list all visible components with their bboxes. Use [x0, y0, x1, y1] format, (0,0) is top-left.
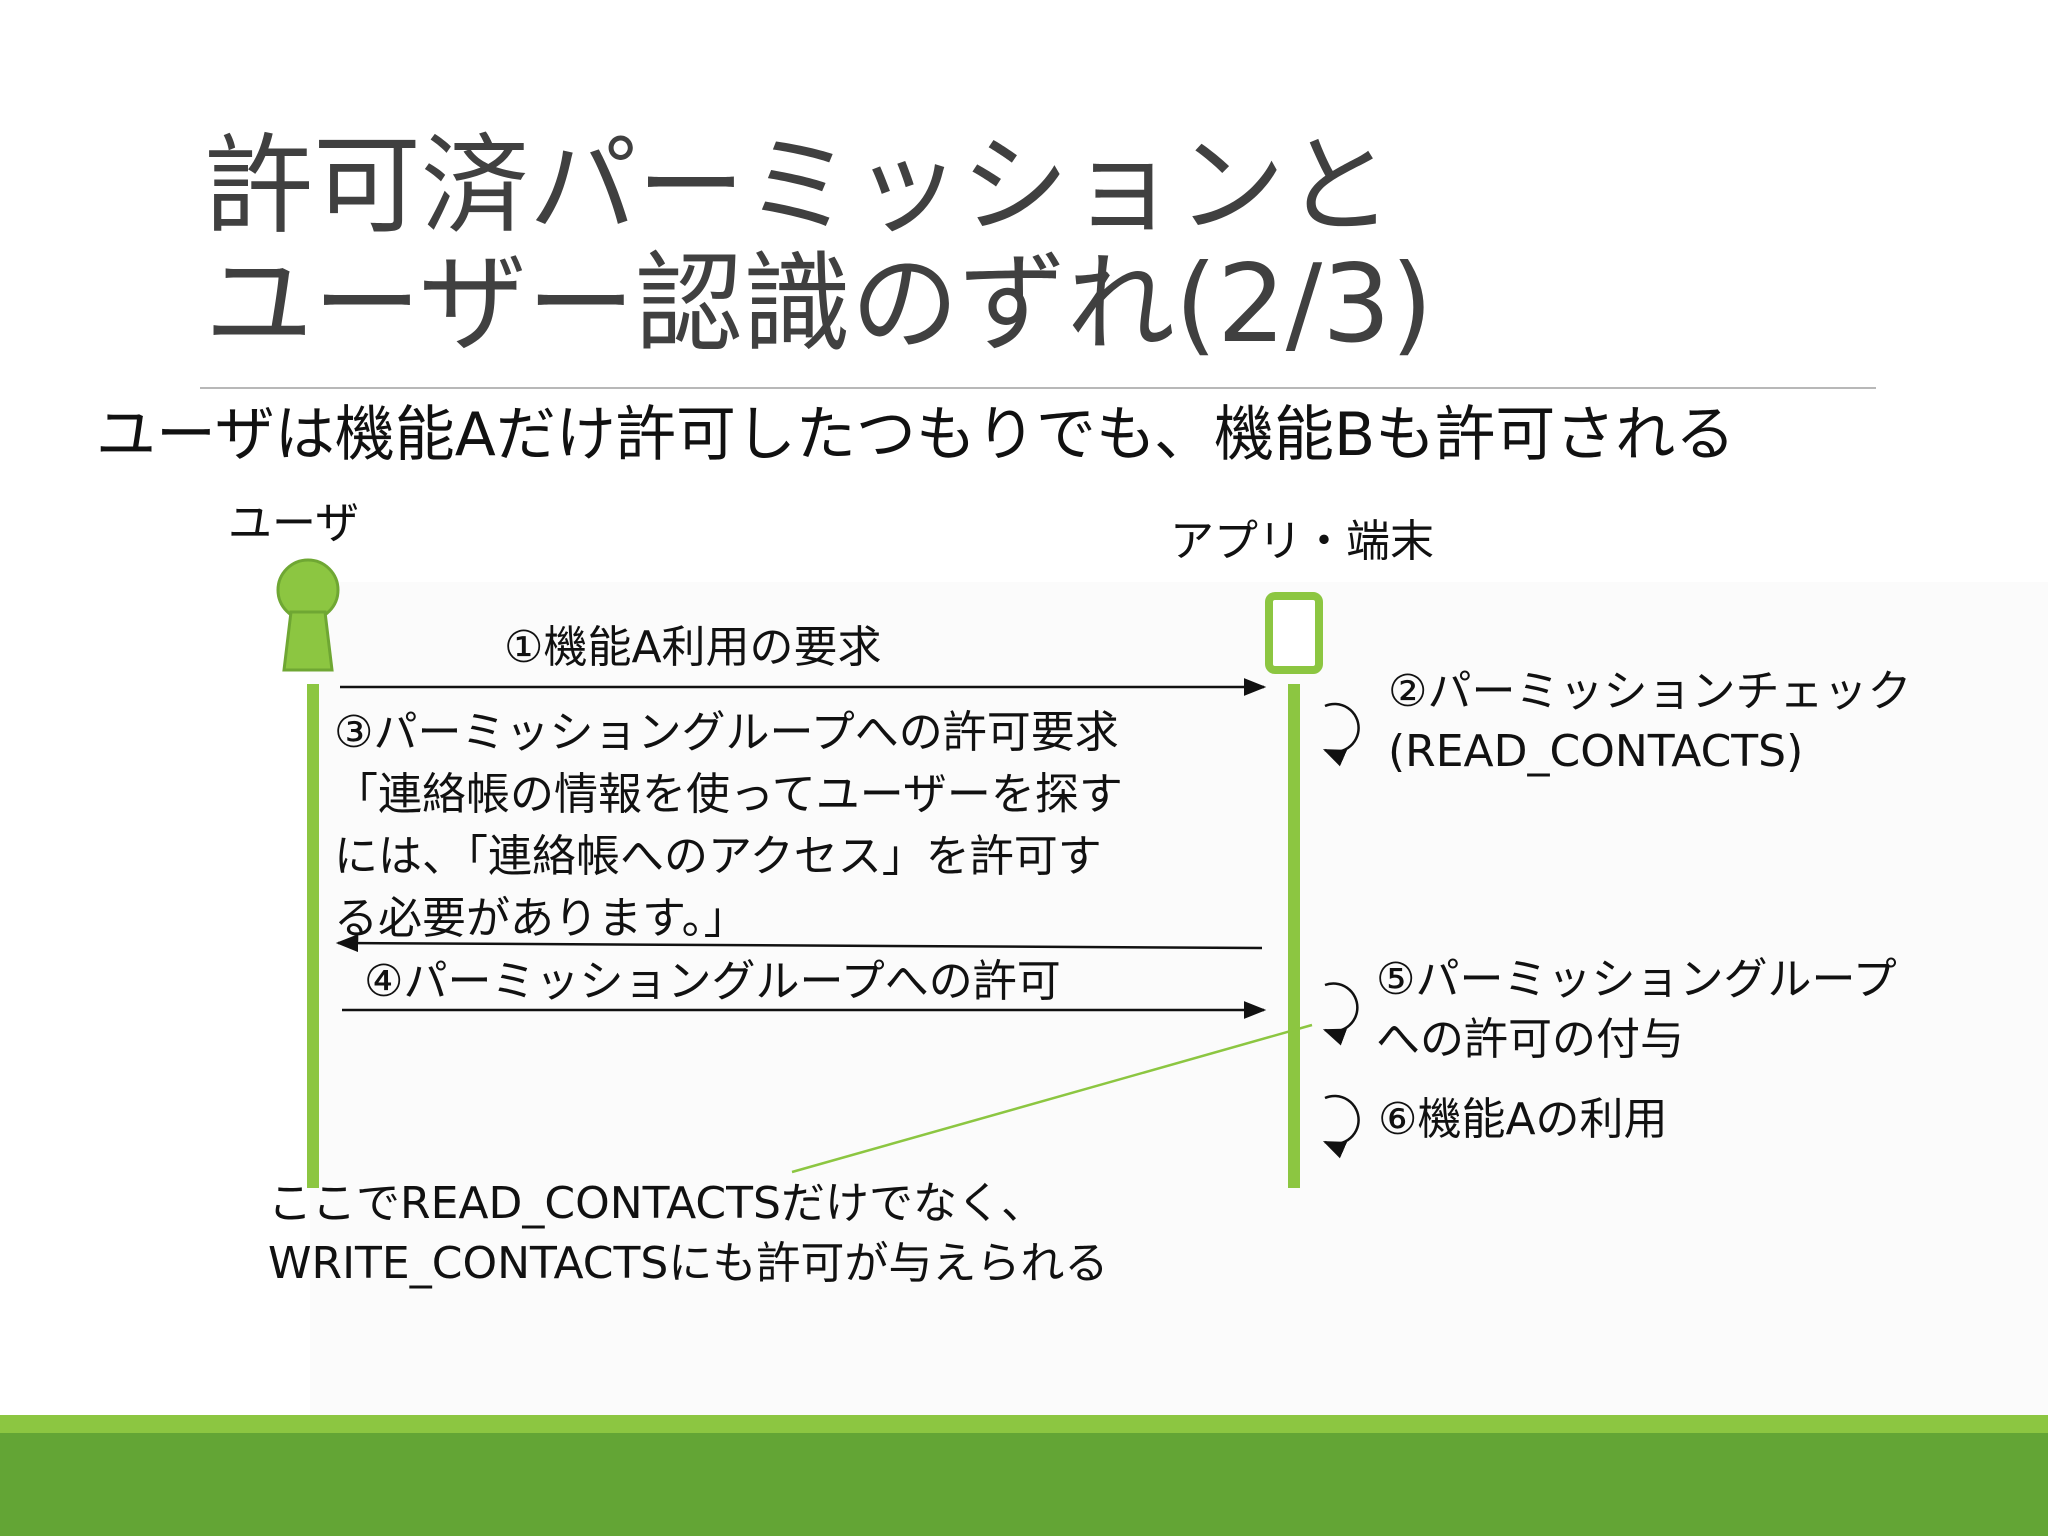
step2-line-1: ②パーミッションチェック — [1388, 666, 1912, 717]
step6-self-arrow — [1322, 1094, 1360, 1159]
step3-line-3: には、「連絡帳へのアクセス」を許可す — [334, 831, 1102, 882]
step3-line-2: 「連絡帳の情報を使ってユーザーを探す — [334, 769, 1123, 820]
step5-label: ⑤パーミッショングループ への許可の付与 — [1376, 950, 1897, 1070]
user-actor-label: ユーザ — [228, 498, 360, 549]
user-actor-icon — [276, 558, 340, 672]
app-actor-label: アプリ・端末 — [1170, 516, 1434, 567]
step6-label: ⑥機能Aの利用 — [1378, 1094, 1668, 1145]
note-line-1: ここでREAD_CONTACTSだけでなく、 — [268, 1178, 1045, 1229]
step1-label: ①機能A利用の要求 — [504, 622, 882, 673]
step5-line-1: ⑤パーミッショングループ — [1376, 954, 1897, 1005]
slide-subtitle: ユーザは機能Aだけ許可したつもりでも、機能Bも許可される — [96, 400, 1736, 470]
step3-arrow — [335, 934, 1263, 953]
device-icon — [1265, 592, 1323, 674]
step5-line-2: への許可の付与 — [1376, 1014, 1684, 1065]
step4-label: ④パーミッショングループへの許可 — [364, 956, 1061, 1007]
note-line-2: WRITE_CONTACTSにも許可が与えられる — [268, 1238, 1109, 1289]
note-connector-line — [791, 1023, 1313, 1174]
title-divider — [200, 387, 1876, 389]
step2-label: ②パーミッションチェック (READ_CONTACTS) — [1388, 662, 1911, 782]
footer-bar — [0, 1433, 2048, 1536]
step2-line-2: (READ_CONTACTS) — [1388, 726, 1804, 777]
step3-line-1: ③パーミッショングループへの許可要求 — [334, 707, 1119, 758]
title-line-1: 許可済パーミッションと — [205, 124, 1394, 249]
step3-label: ③パーミッショングループへの許可要求 「連絡帳の情報を使ってユーザーを探す には… — [334, 702, 1123, 950]
step5-self-arrow — [1322, 982, 1359, 1046]
step3-line-4: る必要があります。」 — [334, 893, 748, 944]
title-line-2: ユーザー認識のずれ(2/3) — [205, 242, 1433, 367]
step2-self-arrow — [1322, 702, 1360, 767]
note-label: ここでREAD_CONTACTSだけでなく、 WRITE_CONTACTSにも許… — [268, 1174, 1108, 1294]
footer-accent-stripe — [0, 1415, 2048, 1433]
diagram-background — [310, 582, 2048, 1422]
slide-title: 許可済パーミッションと ユーザー認識のずれ(2/3) — [205, 128, 1433, 364]
